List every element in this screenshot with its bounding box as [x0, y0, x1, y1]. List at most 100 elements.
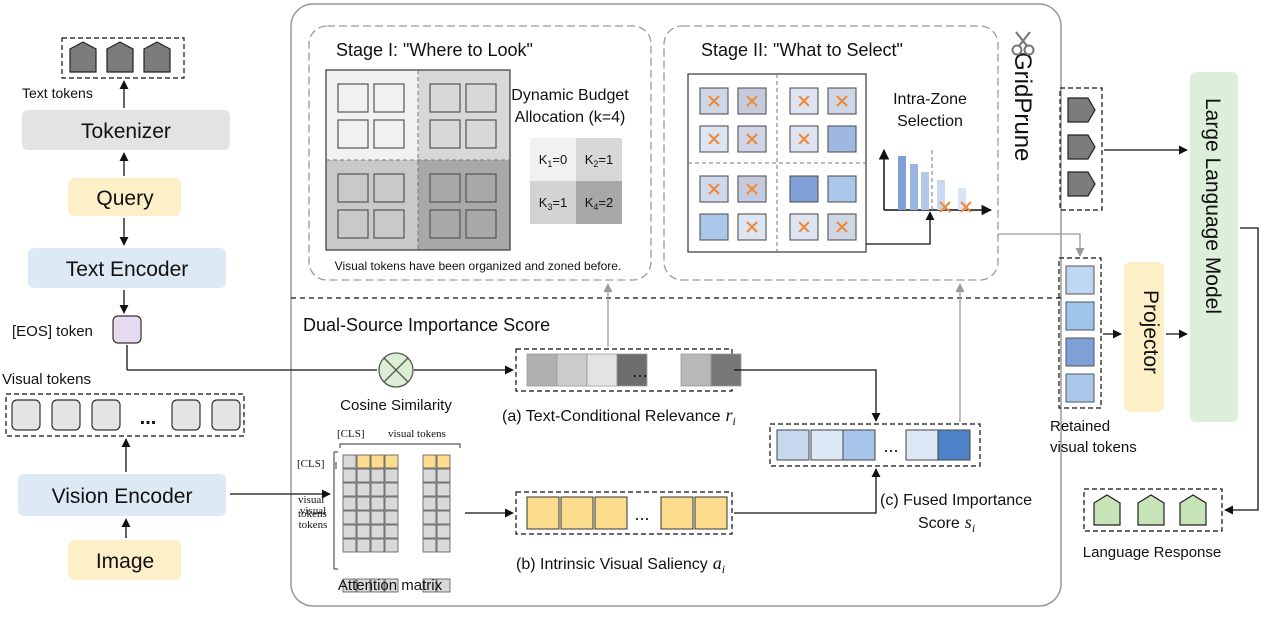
cross-mark — [708, 183, 720, 195]
attention-cell — [384, 482, 399, 497]
intra-zone-bar-plot — [878, 148, 993, 216]
attention-cell — [356, 524, 371, 539]
attention-cell — [342, 578, 357, 593]
attention-cell — [342, 510, 357, 525]
attention-cell — [422, 482, 437, 497]
cross-mark — [836, 95, 848, 107]
stage1-grid — [325, 69, 511, 251]
stage1-caption: Visual tokens have been organized and zo… — [335, 259, 622, 273]
attention-cell — [436, 482, 451, 497]
cross-mark — [798, 221, 810, 233]
gray-arrows — [603, 233, 1085, 422]
fused-token — [937, 429, 971, 461]
attention-cell — [384, 538, 399, 553]
zone-token-cell — [429, 173, 461, 203]
visual-tokens-arrow-label-2: tokens — [298, 508, 327, 520]
projector-label: Projector — [1139, 290, 1162, 374]
visual-token — [91, 399, 121, 431]
zone-token-cell — [373, 209, 405, 239]
zone-token-cell — [373, 173, 405, 203]
attention-cell — [436, 510, 451, 525]
cosine-similarity-op — [378, 352, 414, 388]
fused-token — [842, 429, 876, 461]
retained-visual-tokens-box — [1058, 257, 1102, 409]
text-token — [69, 41, 97, 73]
retained-visual-token — [1065, 301, 1095, 331]
visual-tokens-arrow-label-1: visual — [298, 494, 324, 506]
matrix-bracket — [339, 443, 461, 448]
eos-token-label: [EOS] token — [12, 323, 93, 340]
retained-visual-token — [1065, 265, 1095, 295]
text-token — [106, 41, 134, 73]
attention-cell — [422, 524, 437, 539]
select-token-cell — [737, 213, 767, 241]
relevance-token — [586, 353, 618, 387]
saliency-token — [660, 496, 694, 530]
attention-cell — [342, 454, 357, 469]
budget-k1: K1=0 — [539, 152, 568, 169]
attention-cell — [422, 496, 437, 511]
zone-token-cell — [337, 119, 369, 149]
visual-tokens-label: Visual tokens — [2, 371, 91, 388]
attention-cell — [384, 454, 399, 469]
attention-cell — [342, 482, 357, 497]
intra-line2: Selection — [897, 113, 963, 130]
llm-label: Large Language Model — [1201, 98, 1224, 314]
attention-matrix — [333, 443, 461, 593]
saliency-tokens — [526, 496, 728, 530]
cross-mark — [708, 95, 720, 107]
attention-matrix-label: Attention matrix — [338, 577, 443, 594]
attention-cell — [356, 468, 371, 483]
attention-cell — [342, 496, 357, 511]
zone-token-cell — [429, 83, 461, 113]
attention-cell — [384, 578, 399, 593]
attention-cell — [422, 468, 437, 483]
cross-mark — [746, 221, 758, 233]
fused-tokens — [776, 429, 971, 461]
attention-cell — [370, 482, 385, 497]
saliency-tokens-box — [515, 491, 733, 535]
attention-cell — [436, 578, 451, 593]
attention-cell — [422, 510, 437, 525]
cross-mark — [836, 221, 848, 233]
arrow-saliency-to-fused — [734, 468, 881, 514]
text-token — [143, 41, 171, 73]
visual-tokens-box — [5, 393, 245, 437]
attention-cell — [422, 538, 437, 553]
attention-cell — [436, 538, 451, 553]
attention-cell — [356, 482, 371, 497]
visual-token — [171, 399, 201, 431]
budget-line2: Allocation (k=4) — [515, 109, 626, 126]
budget-k2: K2=1 — [585, 152, 614, 169]
zone-token-cell — [373, 119, 405, 149]
attention-cell — [356, 578, 371, 593]
attention-cell — [384, 510, 399, 525]
visual-tokens-top-label: visual tokens — [388, 428, 446, 440]
zone-token-cell — [337, 173, 369, 203]
response-tokens-box — [1083, 488, 1223, 532]
visual-token — [51, 399, 81, 431]
cross-mark — [746, 95, 758, 107]
image-label: Image — [96, 550, 154, 573]
zone-token-cell — [373, 83, 405, 113]
saliency-token — [694, 496, 728, 530]
text-tokens — [69, 41, 171, 73]
attention-cell — [436, 454, 451, 469]
vision-encoder-label: Vision Encoder — [52, 485, 193, 508]
attention-cell — [436, 496, 451, 511]
query-label: Query — [96, 187, 154, 210]
cross-mark — [746, 133, 758, 145]
gridprune-panel — [290, 3, 1062, 607]
attention-cell — [356, 454, 371, 469]
cross-mark — [746, 183, 758, 195]
attention-cell — [384, 524, 399, 539]
saliency-token — [594, 496, 628, 530]
attention-cell — [436, 468, 451, 483]
cls-top-label: [CLS] — [337, 428, 365, 440]
fused-tokens-box — [769, 423, 981, 467]
